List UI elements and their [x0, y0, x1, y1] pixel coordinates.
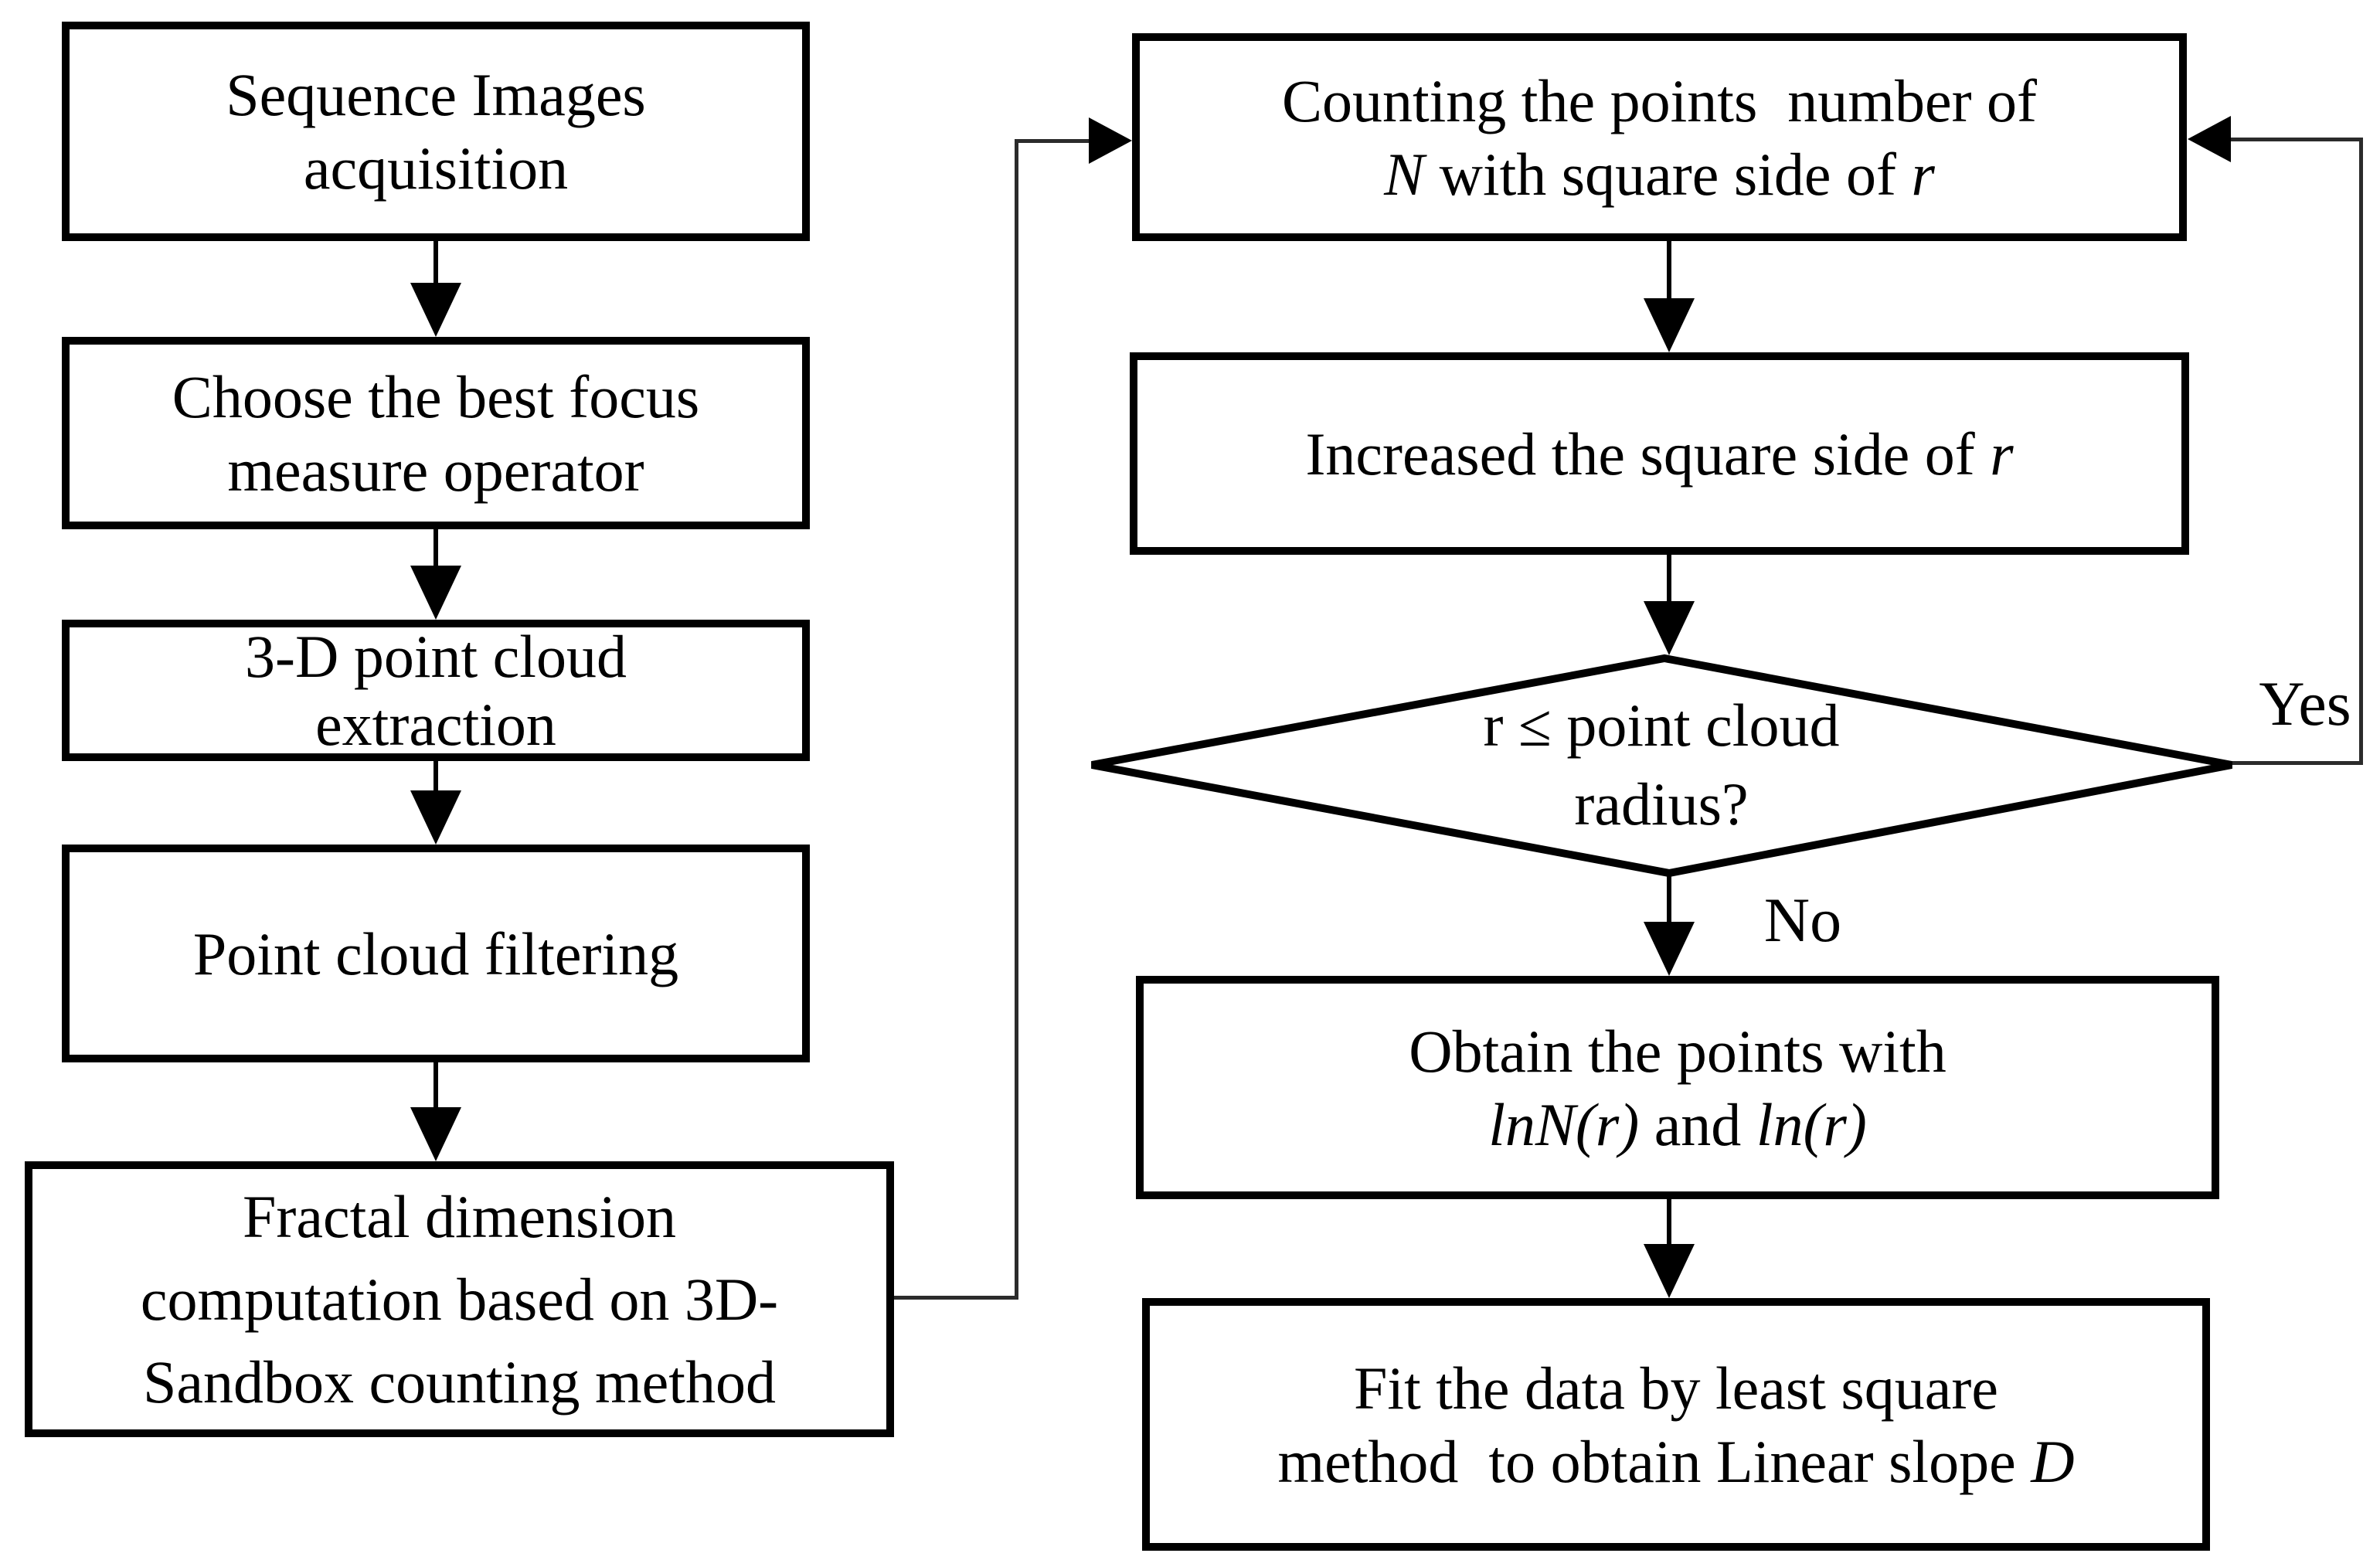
arrow-dec-to-obt-shaft — [1667, 873, 1671, 924]
arrow-focus-to-ext-head-icon — [410, 566, 461, 620]
text-line: extraction — [315, 690, 556, 758]
text-line: Fractal dimension — [242, 1183, 677, 1250]
node-radius-decision: r ≤ point cloud radius? — [1314, 684, 2009, 846]
connector-frac-to-count-vertical — [1015, 139, 1018, 1300]
text-line: Sequence Images — [226, 61, 646, 128]
text-line: acquisition — [303, 134, 569, 202]
text-line: Point cloud filtering — [192, 919, 679, 987]
arrow-ext-to-filt-head-icon — [410, 790, 461, 845]
text-line: r ≤ point cloud — [1483, 692, 1840, 759]
decision-diamond-shape — [1091, 654, 2232, 878]
arrow-obt-to-fit-head-icon — [1644, 1244, 1695, 1298]
connector-frac-to-count-horizontal-top — [1015, 139, 1092, 143]
text-line: N with square side of r — [1384, 140, 1935, 208]
connector-frac-to-count-horizontal-bottom — [894, 1296, 1018, 1300]
text-line: computation based on 3D- — [140, 1266, 779, 1333]
node-fractal-dimension-computation: Fractal dimension computation based on 3D… — [25, 1161, 894, 1437]
text-line: Counting the points number of — [1281, 66, 2038, 134]
arrowhead-yes-into-counting-box-icon — [2188, 116, 2231, 162]
text-line: Obtain the points with — [1409, 1017, 1946, 1085]
arrow-seq-to-focus-head-icon — [410, 283, 461, 337]
arrow-filt-to-frac-shaft — [434, 1062, 438, 1110]
node-point-cloud-filtering: Point cloud filtering — [62, 845, 810, 1062]
connector-yes-horizontal-bottom — [2230, 761, 2363, 765]
arrowhead-into-counting-box-icon — [1089, 117, 1132, 164]
yes-branch-label: Yes — [2259, 668, 2351, 739]
arrow-count-to-incr-head-icon — [1644, 298, 1695, 352]
text-line: lnN(r) and ln(r) — [1488, 1090, 1867, 1158]
no-branch-label: No — [1763, 885, 1842, 955]
text-line: radius? — [1574, 770, 1749, 838]
decision-diamond-outline — [1091, 654, 2232, 878]
arrow-dec-to-obt-head-icon — [1644, 922, 1695, 976]
connector-yes-vertical — [2359, 138, 2363, 765]
node-increase-square-side: Increased the square side of r — [1130, 352, 2189, 555]
arrow-count-to-incr-shaft — [1667, 241, 1671, 301]
text-line: method to obtain Linear slope D — [1277, 1427, 2075, 1495]
arrow-incr-to-dec-head-icon — [1644, 601, 1695, 655]
text-line: 3-D point cloud — [245, 622, 627, 690]
arrow-focus-to-ext-shaft — [434, 529, 438, 569]
text-line: Increased the square side of r — [1305, 420, 2014, 488]
arrow-ext-to-filt-shaft — [434, 761, 438, 794]
arrow-incr-to-dec-shaft — [1667, 555, 1671, 603]
text-line: measure operator — [227, 436, 644, 504]
arrow-seq-to-focus-shaft — [434, 241, 438, 287]
connector-yes-horizontal-top — [2231, 138, 2363, 141]
arrow-filt-to-frac-head-icon — [410, 1107, 461, 1161]
text-line: Choose the best focus — [172, 362, 700, 430]
arrow-obt-to-fit-shaft — [1667, 1199, 1671, 1247]
text-line: Sandbox counting method — [143, 1348, 776, 1416]
text-line: Fit the data by least square — [1354, 1354, 1998, 1422]
